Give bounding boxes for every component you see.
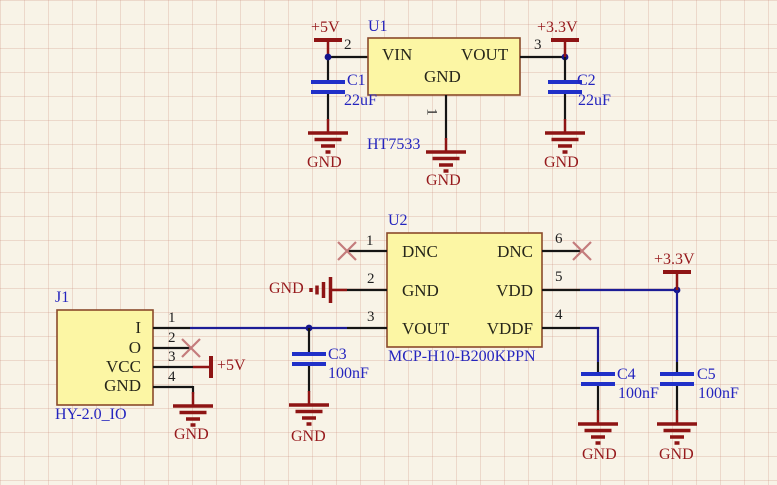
- gnd-symbol-c1[interactable]: [306, 117, 350, 154]
- j1-pin3-name: VCC: [106, 357, 141, 376]
- u1-body[interactable]: [367, 37, 521, 96]
- net-label-3v3-u2: +3.3V: [654, 251, 695, 268]
- j1-pin2-name: O: [128, 338, 141, 357]
- u2-pin3-name: VOUT: [402, 319, 450, 338]
- capacitor-c5[interactable]: [660, 372, 694, 386]
- junction-dot-5v: [324, 53, 332, 61]
- c2-designator: C2: [577, 72, 596, 89]
- j1-pin4-name: GND: [104, 376, 141, 395]
- net-label-5v-u1: +5V: [311, 19, 340, 36]
- j1-pin1-number: 1: [168, 310, 176, 326]
- gnd-label-c1: GND: [307, 154, 342, 171]
- j1-designator: J1: [55, 289, 70, 306]
- u2-pin2-number: 2: [367, 271, 375, 287]
- c3-value: 100nF: [328, 365, 369, 382]
- u2-designator: U2: [388, 212, 408, 229]
- j1-pin4-number: 4: [168, 369, 176, 385]
- u1-pin-vin-name: VIN: [382, 45, 413, 64]
- u2-pin2-name: GND: [402, 281, 439, 300]
- gnd-symbol-c5[interactable]: [655, 408, 699, 445]
- j1-pin3-number: 3: [168, 349, 176, 365]
- capacitor-c1[interactable]: [311, 80, 345, 94]
- gnd-symbol-j1[interactable]: [171, 390, 215, 427]
- u2-comment: MCP-H10-B200KPPN: [388, 348, 536, 365]
- u1-pin-gnd-name: GND: [424, 67, 461, 86]
- u2-pin6-number: 6: [555, 231, 563, 247]
- j1-pin1-name: I: [135, 318, 141, 337]
- gnd-symbol-c3[interactable]: [287, 389, 331, 426]
- u2-pin1-name: DNC: [402, 242, 438, 261]
- u2-pin4-number: 4: [555, 307, 563, 323]
- net-label-3v3-u1: +3.3V: [537, 19, 578, 36]
- u1-pin-vout-name: VOUT: [461, 45, 509, 64]
- j1-pin2-number: 2: [168, 330, 176, 346]
- c3-designator: C3: [328, 346, 347, 363]
- gnd-symbol-u2-pin2[interactable]: [309, 277, 347, 303]
- c5-value: 100nF: [698, 385, 739, 402]
- u2-body[interactable]: [386, 232, 543, 348]
- u2-pin3-number: 3: [367, 309, 375, 325]
- u2-pin5-name: VDD: [496, 281, 533, 300]
- net-label-5v-j1: +5V: [217, 357, 246, 374]
- gnd-label-c2: GND: [544, 154, 579, 171]
- gnd-symbol-c4[interactable]: [576, 408, 620, 445]
- capacitor-c3[interactable]: [292, 352, 326, 366]
- u1-pin2-number: 2: [344, 37, 352, 53]
- u2-pin4-name: VDDF: [486, 319, 533, 338]
- c1-value: 22uF: [344, 92, 377, 109]
- c2-value: 22uF: [578, 92, 611, 109]
- gnd-label-c5: GND: [659, 446, 694, 463]
- u1-pin1-number: 1: [423, 108, 440, 116]
- c4-designator: C4: [617, 366, 636, 383]
- c1-designator: C1: [347, 72, 366, 89]
- u2-pin5-number: 5: [555, 269, 563, 285]
- u2-pin6-name: DNC: [497, 242, 533, 261]
- gnd-symbol-c2[interactable]: [543, 117, 587, 154]
- wire-u2-vddf[interactable]: [580, 326, 600, 362]
- c4-value: 100nF: [618, 385, 659, 402]
- j1-body[interactable]: [56, 309, 154, 406]
- gnd-label-u2-pin2: GND: [269, 280, 304, 297]
- gnd-symbol-u1[interactable]: [424, 136, 468, 173]
- capacitor-c4[interactable]: [581, 372, 615, 386]
- u1-comment: HT7533: [367, 136, 421, 153]
- u1-designator: U1: [368, 18, 388, 35]
- c5-designator: C5: [697, 366, 716, 383]
- u2-pin1-number: 1: [366, 233, 374, 249]
- gnd-label-u1: GND: [426, 172, 461, 189]
- gnd-label-c3: GND: [291, 428, 326, 445]
- gnd-label-j1: GND: [174, 426, 209, 443]
- u1-pin3-number: 3: [534, 37, 542, 53]
- j1-comment: HY-2.0_IO: [55, 406, 127, 423]
- gnd-label-c4: GND: [582, 446, 617, 463]
